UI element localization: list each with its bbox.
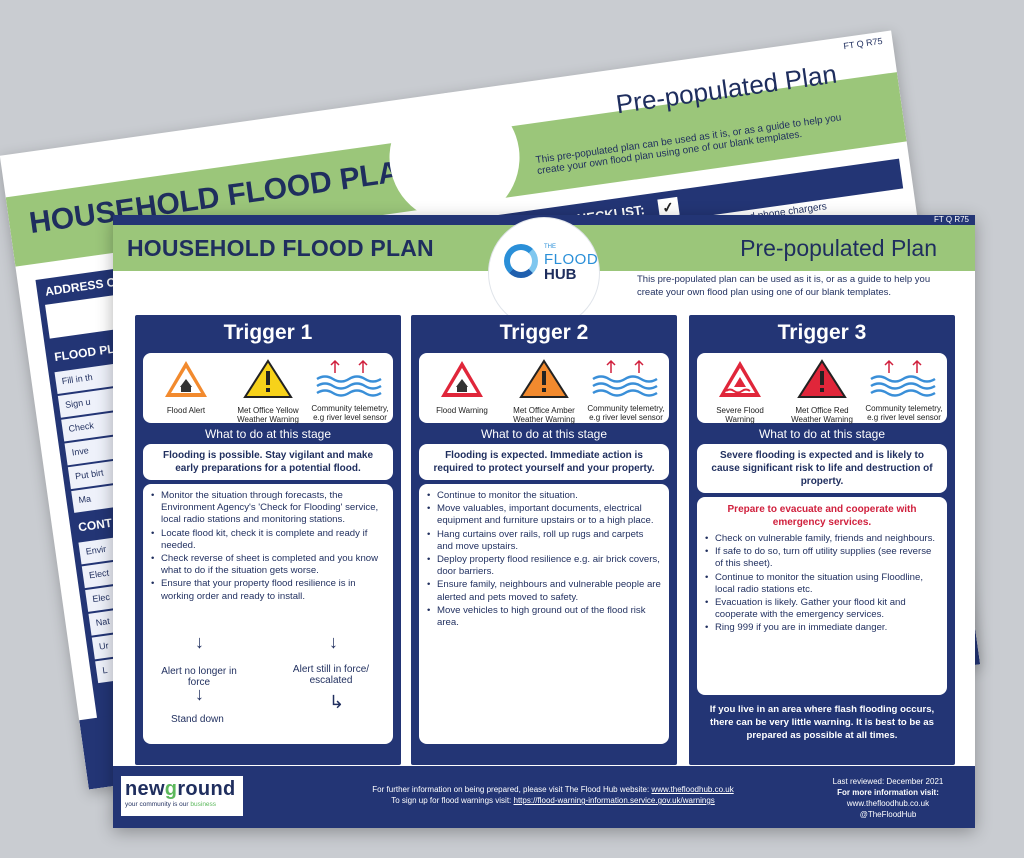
river-sensor-icon [592, 359, 658, 397]
newground-tagline: your community is our business [125, 801, 217, 808]
logo-hub: HUB [544, 266, 577, 283]
list-item: Move vehicles to high ground out of the … [427, 605, 661, 629]
flood-warning-item: Flood Warning [423, 359, 501, 415]
red-warning-icon [797, 359, 847, 398]
trigger-1-actions: Monitor the situation through forecasts,… [143, 484, 393, 744]
list-item: Ensure that your property flood resilien… [151, 578, 385, 602]
footer-contact: Last reviewed: December 2021 For more in… [813, 776, 963, 820]
site-link[interactable]: www.thefloodhub.co.uk [846, 799, 930, 808]
list-item: Move valuables, important documents, ele… [427, 503, 661, 527]
telemetry-label: Community telemetry, e.g river level sen… [865, 404, 943, 422]
trigger-2-what-to-do: What to do at this stage [480, 427, 608, 441]
trigger-2-actions: Continue to monitor the situation. Move … [419, 484, 669, 744]
telemetry-item: Community telemetry, e.g river level sen… [865, 359, 943, 422]
telemetry-label: Community telemetry, e.g river level sen… [587, 404, 665, 422]
list-item: Ring 999 if you are in immediate danger. [705, 622, 939, 634]
flood-warning-label: Flood Warning [436, 406, 488, 415]
telemetry-item: Community telemetry, e.g river level sen… [587, 359, 665, 422]
trigger-2-summary: Flooding is expected. Immediate action i… [419, 444, 669, 480]
more-info-label: For more information visit: [837, 788, 939, 797]
trigger-1-icons: Flood Alert Met Office Yellow Weather Wa… [143, 353, 393, 424]
list-item: Ensure family, neighbours and vulnerable… [427, 579, 661, 603]
severe-warning-item: Severe Flood Warning [701, 359, 779, 424]
trigger-3-what-to-do: What to do at this stage [758, 427, 886, 441]
page-subtitle: Pre-populated Plan [740, 235, 937, 261]
flow-bottom-label: Stand down [171, 714, 224, 725]
trigger-2-icons: Flood Warning Met Office Amber Weather W… [419, 353, 669, 424]
flash-flood-note: If you live in an area where flash flood… [709, 704, 935, 741]
flood-warning-link[interactable]: https://flood-warning-information.servic… [513, 796, 715, 805]
page-description: This pre-populated plan can be used as i… [637, 274, 931, 298]
flow-right-label: Alert still in force/ escalated [292, 664, 370, 686]
newground-logo: newground your community is our business [121, 776, 243, 816]
telemetry-label: Community telemetry, e.g river level sen… [311, 404, 389, 422]
logo-flood: FLOOD [544, 251, 599, 268]
list-item: Continue to monitor the situation using … [705, 572, 939, 596]
yellow-warning-icon [243, 359, 293, 398]
flood-alert-item: Flood Alert [147, 359, 225, 415]
red-warning-label: Met Office Red Weather Warning [791, 406, 853, 424]
footer-line1: For further information on being prepare… [372, 785, 652, 794]
amber-warning-icon [519, 359, 569, 398]
flood-alert-label: Flood Alert [166, 406, 206, 415]
page-title: HOUSEHOLD FLOOD PLAN [127, 235, 434, 261]
list-item: Hang curtains over rails, roll up rugs a… [427, 529, 661, 553]
telemetry-item: Community telemetry, e.g river level sen… [311, 359, 389, 422]
trigger-2-panel: Trigger 2 Flood Warning Met Office Amber… [411, 315, 677, 765]
list-item: Continue to monitor the situation. [427, 490, 661, 502]
floodhub-link[interactable]: www.thefloodhub.co.uk [651, 785, 734, 794]
arrow-turn-icon: ↳ [329, 692, 345, 712]
trigger-1-summary: Flooding is possible. Stay vigilant and … [143, 444, 393, 480]
evacuate-highlight: Prepare to evacuate and cooperate with e… [727, 504, 917, 528]
list-item: Check reverse of sheet is completed and … [151, 553, 385, 577]
river-sensor-icon [316, 359, 382, 397]
newground-wordmark: newground [125, 778, 236, 800]
arrow-down-icon: ↓ [195, 684, 204, 704]
back-ref: FT Q R75 [842, 35, 884, 52]
flow-left-label: Alert no longer in force [161, 666, 237, 688]
trigger-3-summary: Severe flooding is expected and is likel… [697, 444, 947, 493]
flood-hub-logo: THE FLOOD HUB [488, 217, 600, 329]
flood-alert-icon [165, 361, 207, 397]
river-sensor-icon [870, 359, 936, 397]
trigger-3-actions: Prepare to evacuate and cooperate with e… [697, 497, 947, 695]
trigger-2-title: Trigger 2 [499, 321, 589, 344]
page-footer: newground your community is our business… [113, 766, 975, 828]
trigger-1-title: Trigger 1 [223, 321, 313, 344]
swirl-icon [504, 244, 538, 278]
yellow-warning-item: Met Office Yellow Weather Warning [229, 359, 307, 424]
trigger-3-title: Trigger 3 [777, 321, 867, 344]
list-item: Locate flood kit, check it is complete a… [151, 528, 385, 552]
trigger-1-what-to-do: What to do at this stage [204, 427, 332, 441]
twitter-handle[interactable]: @TheFloodHub [859, 810, 917, 819]
amber-warning-label: Met Office Amber Weather Warning [513, 406, 575, 424]
yellow-warning-label: Met Office Yellow Weather Warning [237, 406, 299, 424]
logo-the: THE [544, 244, 556, 250]
list-item: Check on vulnerable family, friends and … [705, 533, 939, 545]
flood-warning-icon [441, 361, 483, 397]
trigger-3-panel: Trigger 3 Severe Flood Warning Met Offic… [689, 315, 955, 765]
trigger-3-icons: Severe Flood Warning Met Office Red Weat… [697, 353, 947, 424]
amber-warning-item: Met Office Amber Weather Warning [505, 359, 583, 424]
list-item: Monitor the situation through forecasts,… [151, 490, 385, 527]
trigger-1-panel: Trigger 1 Flood Alert Met Office Yellow … [135, 315, 401, 765]
list-item: Deploy property flood resilience e.g. ai… [427, 554, 661, 578]
red-warning-item: Met Office Red Weather Warning [783, 359, 861, 424]
list-item: Evacuation is likely. Gather your flood … [705, 597, 939, 621]
front-sheet: FT Q R75 HOUSEHOLD FLOOD PLAN Pre-popula… [113, 215, 975, 828]
arrow-down-icon: ↓ [329, 632, 338, 652]
footer-info: For further information on being prepare… [313, 784, 793, 806]
severe-flood-warning-icon [719, 361, 761, 397]
last-reviewed: Last reviewed: December 2021 [832, 777, 944, 786]
footer-line2: To sign up for flood warnings visit: [391, 796, 514, 805]
list-item: If safe to do so, turn off utility suppl… [705, 546, 939, 570]
front-ref: FT Q R75 [934, 215, 969, 224]
arrow-down-icon: ↓ [195, 632, 204, 652]
severe-warning-label: Severe Flood Warning [716, 406, 764, 424]
